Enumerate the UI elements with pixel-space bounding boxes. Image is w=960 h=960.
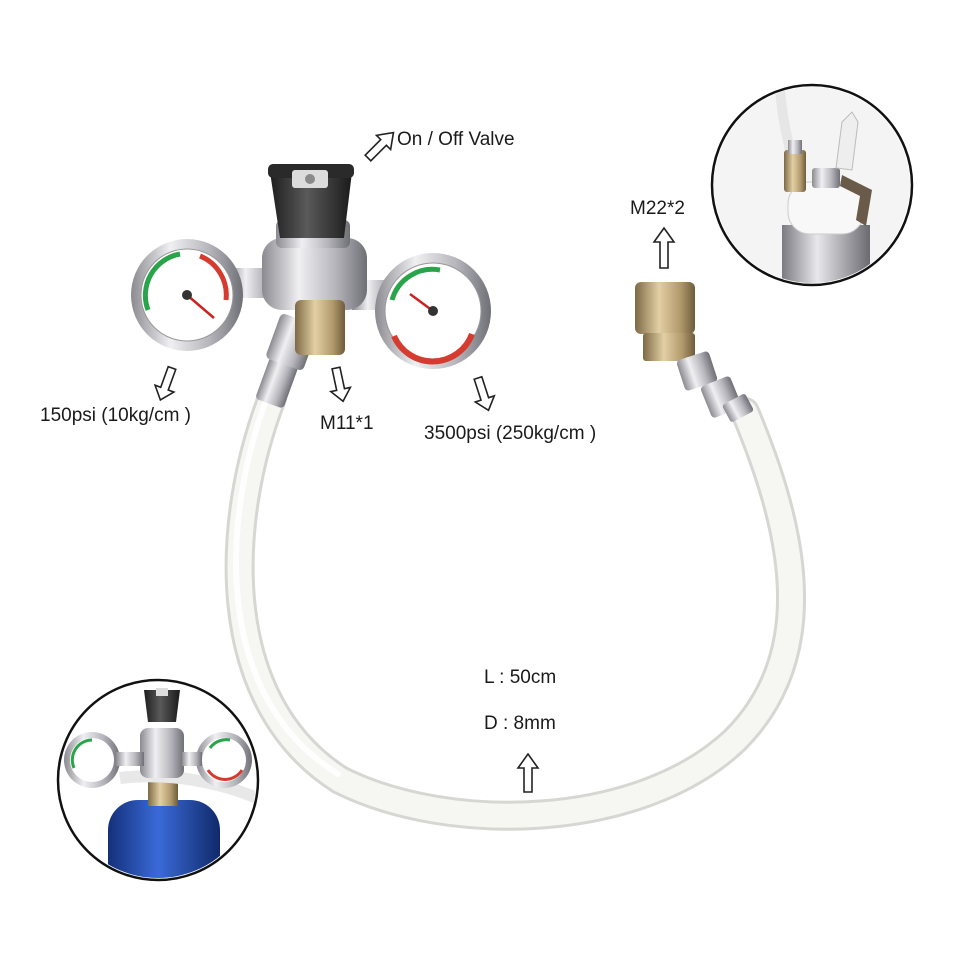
on-off-valve-label: On / Off Valve <box>397 129 515 150</box>
hose-dimension-arrow <box>516 752 540 793</box>
inset-dispenser <box>710 83 914 287</box>
low-pressure-gauge <box>131 239 243 351</box>
hose <box>224 383 807 831</box>
hose-length-label: L : 50cm <box>484 667 557 688</box>
m11-label: M11*1 <box>320 413 374 434</box>
m22-connector <box>635 282 754 422</box>
high-pressure-gauge <box>375 253 491 369</box>
high-gauge-arrow <box>473 375 496 412</box>
hose-diameter-label: D : 8mm <box>484 713 556 734</box>
m22-label: M22*2 <box>630 198 685 219</box>
high-gauge-label: 3500psi (250kg/cm ) <box>424 423 597 444</box>
on-off-valve-arrow <box>364 131 395 162</box>
low-gauge-label: 150psi (10kg/cm ) <box>40 405 192 426</box>
low-gauge-arrow <box>153 365 177 402</box>
regulator <box>228 164 397 355</box>
m11-arrow <box>328 366 352 403</box>
m22-arrow <box>652 226 676 269</box>
inset-cylinder <box>56 678 260 882</box>
